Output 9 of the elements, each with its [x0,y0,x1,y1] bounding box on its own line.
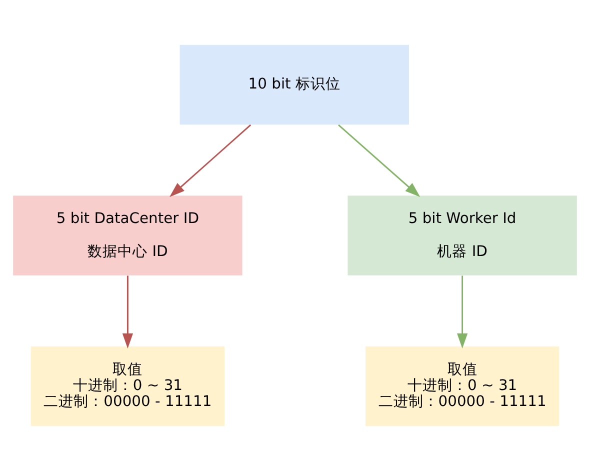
arrow [170,124,252,198]
node-box: 5 bit DataCenter ID 数据中心 ID [13,196,242,276]
node-box: 取值 十进制：0 ~ 31 二进制：00000 - 11111 [30,346,225,426]
node-box: 5 bit Worker Id 机器 ID [348,196,577,276]
arrow [122,276,134,349]
node-box: 10 bit 标识位 [180,44,409,125]
arrow [338,124,420,198]
arrow [456,276,468,349]
node-box: 取值 十进制：0 ~ 31 二进制：00000 - 11111 [365,346,560,426]
